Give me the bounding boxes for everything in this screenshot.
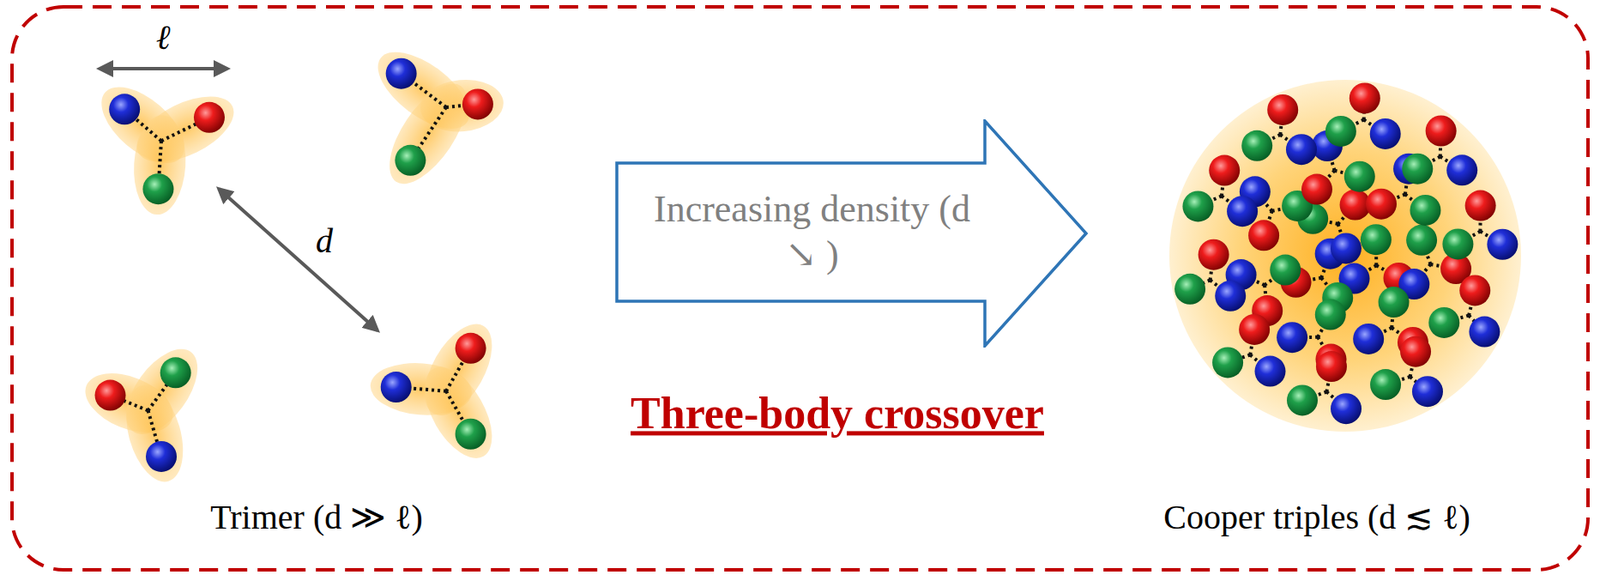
bond-lobe [410,356,506,470]
fermion-ball [1352,323,1384,355]
fermion-ball [1301,174,1333,206]
fermion-ball [1330,392,1362,424]
bond-lobe [131,113,189,217]
fermion-ball [1428,307,1460,339]
arrow-outline [615,119,1089,348]
fermion-ball [1208,155,1240,187]
fermion-ball [1174,273,1206,305]
fermion-ball [1212,346,1244,378]
fermion-ball [1182,190,1214,222]
fermion-ball [1349,82,1381,114]
fermion-ball [1344,161,1376,193]
bond-lobe [374,71,483,196]
regime-label: Trimer (d ≫ ℓ) [210,498,423,537]
dashed-frame [12,6,1588,570]
fermion-ball [1315,299,1347,331]
fermion-ball [1286,384,1318,416]
arrow-outline [616,120,1087,346]
fermion-ball [1365,188,1397,220]
fermion-ball [1459,274,1491,306]
fermion-ball [1269,254,1301,286]
fermion-ball [1486,229,1518,260]
distance-arrow [218,188,378,331]
fermion-ball [1446,154,1478,186]
trimer [88,72,244,217]
regime-label: Cooper triples (d ≲ ℓ) [1163,498,1471,537]
fermion-ball [1248,219,1280,251]
fermion-ball [1276,321,1308,353]
fermion-ball [1401,153,1433,185]
fermion-ball [380,371,412,403]
fermion-ball [142,173,174,205]
fermion-ball [95,380,127,411]
fermion-ball [1325,115,1357,147]
title-label: Three-body crossover [630,388,1045,438]
fermion-ball [1400,336,1431,368]
fermion-ball [1468,316,1500,348]
fermion-ball [193,102,225,133]
fermion-ball [394,144,426,176]
fermion-ball [455,418,487,450]
fermion-ball [455,332,487,364]
fermion-ball [1406,224,1437,256]
length-arrow [99,66,228,71]
arrow-shape: Increasing density (d ↘ ) [615,119,1089,348]
fermion-ball [1378,286,1410,318]
length-symbol: ℓ [156,18,171,57]
trimer [368,313,506,470]
fermion-ball [145,440,177,472]
fermion-ball [1360,223,1392,255]
arrow-text: Increasing density (d ↘ ) [640,187,985,278]
fermion-ball [1316,350,1347,382]
fermion-ball [1442,228,1474,260]
distance-symbol: d [315,222,333,260]
fermion-ball [1241,130,1273,162]
condensate-glow [1169,79,1522,432]
fermion-ball [1226,195,1258,227]
fermion-ball [1465,190,1497,222]
fermion-ball [1198,239,1230,271]
fermion-ball [108,93,140,125]
fermion-ball [1412,375,1444,407]
fermion-ball [1409,194,1441,226]
fermion-ball [1286,133,1317,165]
bond-lobe [115,378,194,489]
fermion-ball [462,88,494,120]
fermion-ball [1370,118,1401,150]
fermion-ball [386,58,417,90]
fermion-ball [160,356,192,388]
fermion-ball [1425,115,1457,147]
fermion-ball [1214,280,1246,312]
trimer [76,336,212,489]
fermion-ball [1370,368,1401,400]
fermion-ball [1267,94,1299,126]
trimer [365,37,507,197]
fermion-ball [1330,232,1362,264]
fermion-ball [1255,356,1287,387]
fermion-ball [1238,313,1270,345]
